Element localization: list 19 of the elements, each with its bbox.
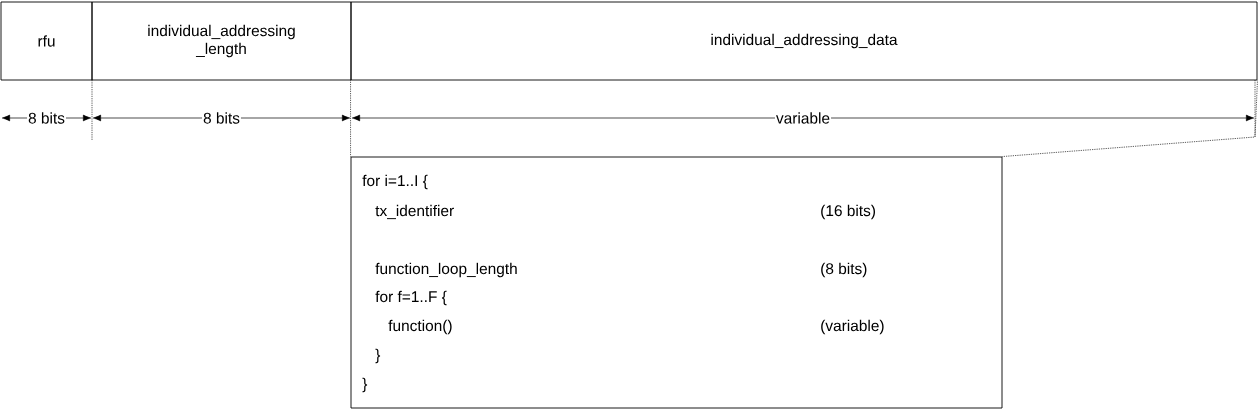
field-box: individual_addressing _length bbox=[91, 1, 352, 81]
code-line: for i=1..I { bbox=[362, 174, 428, 190]
field-box: rfu bbox=[0, 1, 93, 81]
dimension-label: 8 bits bbox=[27, 111, 66, 125]
code-line: function_loop_length bbox=[375, 262, 517, 278]
code-line: function() bbox=[388, 319, 452, 335]
field-box: individual_addressing_data bbox=[350, 1, 1258, 81]
code-line: (8 bits) bbox=[821, 262, 867, 278]
code-line: (16 bits) bbox=[821, 204, 875, 220]
zoom-line bbox=[350, 80, 351, 157]
code-line: tx_identifier bbox=[375, 204, 454, 220]
dimension-label: 8 bits bbox=[202, 111, 241, 125]
code-line: } bbox=[375, 348, 381, 364]
code-line: } bbox=[362, 377, 368, 393]
code-line: for f=1..F { bbox=[375, 290, 447, 306]
code-line: (variable) bbox=[821, 319, 884, 335]
dimension-label: variable bbox=[774, 111, 832, 125]
zoom-line bbox=[1002, 80, 1258, 157]
syntax-box bbox=[350, 156, 1003, 409]
